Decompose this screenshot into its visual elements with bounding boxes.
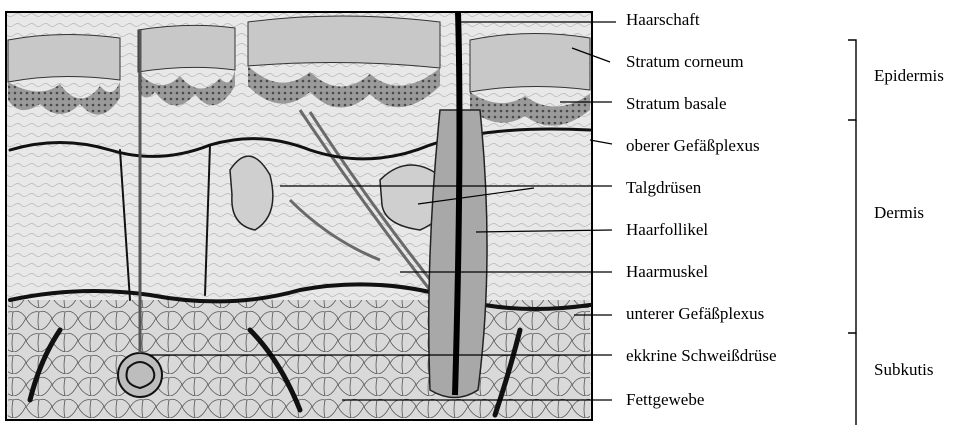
label-stratum-corneum: Stratum corneum — [626, 52, 744, 72]
label-oberer-gefaessplexus: oberer Gefäßplexus — [626, 136, 760, 156]
label-haarmuskel: Haarmuskel — [626, 262, 708, 282]
group-epidermis: Epidermis — [874, 66, 944, 86]
label-stratum-basale: Stratum basale — [626, 94, 727, 114]
label-haarfollikel: Haarfollikel — [626, 220, 708, 240]
group-dermis: Dermis — [874, 203, 924, 223]
label-fettgewebe: Fettgewebe — [626, 390, 704, 410]
group-subkutis: Subkutis — [874, 360, 934, 380]
label-talgdruesen: Talgdrüsen — [626, 178, 701, 198]
group-brackets — [848, 40, 856, 425]
label-haarschaft: Haarschaft — [626, 10, 700, 30]
sweat-gland — [118, 353, 162, 397]
label-unterer-gefaessplexus: unterer Gefäßplexus — [626, 304, 764, 324]
label-ekkrine-schweissdruese: ekkrine Schweißdrüse — [626, 346, 777, 366]
